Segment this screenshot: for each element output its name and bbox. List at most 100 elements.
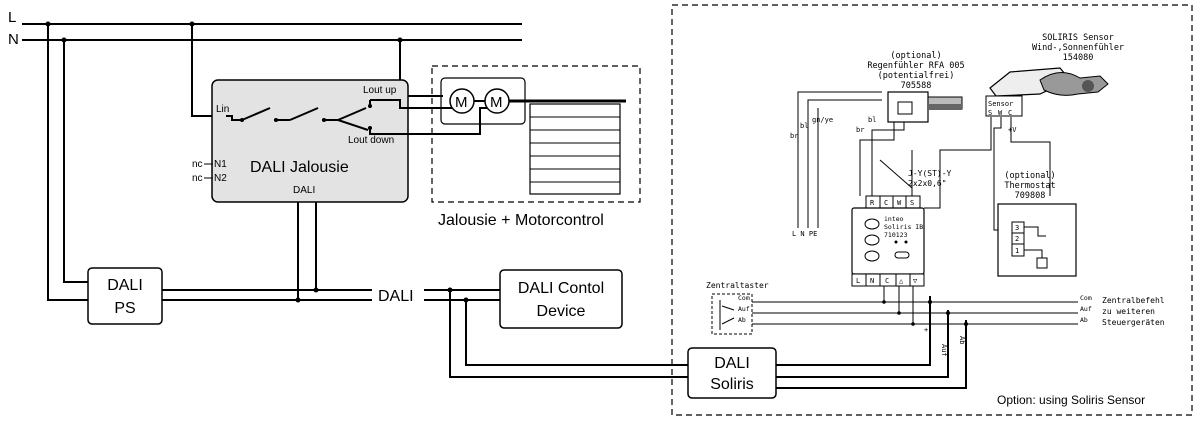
zt-com: Com xyxy=(738,294,750,302)
wire-bl2: bl xyxy=(868,116,876,124)
n1-label: N1 xyxy=(214,159,227,170)
zentraltaster-box xyxy=(711,293,753,335)
relay-switches xyxy=(226,99,410,135)
zentraltaster-switch xyxy=(719,300,735,330)
unit-top-r: R xyxy=(870,199,875,207)
bus-right-com: Com xyxy=(1080,294,1092,302)
unit-top-s: S xyxy=(910,199,914,207)
jalousie-motorcontrol-frame xyxy=(431,65,641,203)
sensor-wire-c xyxy=(1010,117,1051,196)
zt-ab: Ab xyxy=(738,316,746,324)
zt-auf-v: Auf xyxy=(940,344,948,357)
option-note: Option: using Soliris Sensor xyxy=(997,393,1145,407)
unit-bot-up: △ xyxy=(899,277,904,285)
motor-2-label: M xyxy=(490,94,503,111)
n-line-label: N xyxy=(8,31,19,48)
wire-bl1: bl xyxy=(800,122,808,130)
rain-wire-b xyxy=(871,122,905,190)
rain-l1: (optional) xyxy=(890,51,941,61)
sensor-l2: Wind-,Sonnenfühler xyxy=(1032,43,1124,53)
unit-l2: Soliris IB xyxy=(884,223,923,231)
zentraltaster-title: Zentraltaster xyxy=(706,281,769,290)
bus-right-auf: Auf xyxy=(1080,305,1092,313)
thermo-l2: Thermostat xyxy=(1004,181,1055,191)
zt-auf: Auf xyxy=(738,305,750,313)
soliris-out-1 xyxy=(776,300,931,366)
soliris-sensor-device xyxy=(985,67,1109,117)
soliris-line2: Soliris xyxy=(710,376,754,393)
thermo-t2: 2 xyxy=(1015,235,1019,243)
l-line-label: L xyxy=(8,9,16,26)
unit-bot-c: C xyxy=(885,277,889,285)
wire-gnye: gn/ye xyxy=(812,116,833,124)
control-line1: DALI Contol xyxy=(518,280,604,297)
rain-l3: (potentialfrei) xyxy=(878,71,955,81)
sensor-wire-s xyxy=(939,117,992,196)
rain-l2: Regenfühler RFA 005 xyxy=(867,61,964,71)
dali-soliris-wire-a xyxy=(449,290,688,378)
dali-ps-box xyxy=(87,267,163,325)
soliris-out-3 xyxy=(776,320,967,389)
thermo-l3: 709808 xyxy=(1015,191,1046,201)
unit-l1: inteo xyxy=(884,215,904,223)
rain-sensor-device xyxy=(887,91,963,123)
dali-jalousie-title: DALI Jalousie xyxy=(250,159,349,176)
unit-bot-n: N xyxy=(870,277,874,285)
unit-top-w: W xyxy=(897,199,902,207)
ps-n-wire xyxy=(63,40,88,283)
soliris-out-2 xyxy=(776,310,949,378)
wire-lnpe: L N PE xyxy=(792,230,817,238)
ps-line2: PS xyxy=(114,300,135,317)
sensor-plus-v: +V xyxy=(1008,126,1017,134)
rain-l4: 705588 xyxy=(901,81,932,91)
lin-label: Lin xyxy=(216,104,229,115)
soliris-line1: DALI xyxy=(714,355,750,372)
ps-l-wire xyxy=(47,24,88,301)
sensor-l1: SOLIRIS Sensor xyxy=(1042,33,1114,43)
lout-down-wire xyxy=(408,107,488,135)
bus-desc3: Steuergeräten xyxy=(1102,318,1165,327)
lout-up-label: Lout up xyxy=(363,85,397,96)
bus-desc2: zu weiteren xyxy=(1102,307,1155,316)
soliris-ib-unit xyxy=(851,195,925,287)
mains-wire-br xyxy=(797,91,882,228)
dali-bus-label: DALI xyxy=(378,288,414,305)
cable-l1: J-Y(ST)-Y xyxy=(908,169,952,178)
cable-l2: 2x2x0,6" xyxy=(908,179,947,188)
dali-control-device-box xyxy=(499,269,623,329)
unit-l3: 710123 xyxy=(884,231,908,239)
unit-bot-l: L xyxy=(856,277,860,285)
sensor-l3: 154080 xyxy=(1063,53,1094,63)
bus-desc1: Zentralbefehl xyxy=(1102,296,1165,305)
motor-1-label: M xyxy=(455,94,468,111)
n2-label: N2 xyxy=(214,173,227,184)
thermostat-device xyxy=(997,203,1077,277)
nc2-label: nc xyxy=(192,173,203,184)
blind-slats xyxy=(529,103,621,195)
wire-br2: br xyxy=(856,126,864,134)
sensor-c: C xyxy=(1008,109,1012,117)
wire-br1: br xyxy=(790,132,798,140)
jalousie-dali-label: DALI xyxy=(293,185,315,196)
dali-soliris-wire-b xyxy=(465,300,688,366)
unit-top-c: C xyxy=(884,199,888,207)
thermo-l1: (optional) xyxy=(1004,171,1055,181)
thermo-t1: 1 xyxy=(1015,247,1019,255)
unit-bot-dn: ▽ xyxy=(913,277,918,285)
sensor-w: W xyxy=(998,109,1003,117)
zt-plus: + xyxy=(924,326,928,334)
nc1-label: nc xyxy=(192,159,203,170)
lout-down-label: Lout down xyxy=(348,135,394,146)
bus-right-ab: Ab xyxy=(1080,316,1088,324)
dali-soliris-box xyxy=(687,347,777,399)
control-line2: Device xyxy=(537,303,586,320)
rain-wire-a xyxy=(859,122,895,190)
sensor-label: Sensor xyxy=(988,100,1013,108)
sensor-s: S xyxy=(988,109,992,117)
jalousie-motorcontrol-caption: Jalousie + Motorcontrol xyxy=(438,212,604,229)
zt-ab-v: Ab xyxy=(958,336,966,344)
soliris-option-frame xyxy=(671,4,1193,416)
thermo-t3: 3 xyxy=(1015,224,1019,232)
ps-line1: DALI xyxy=(107,277,143,294)
